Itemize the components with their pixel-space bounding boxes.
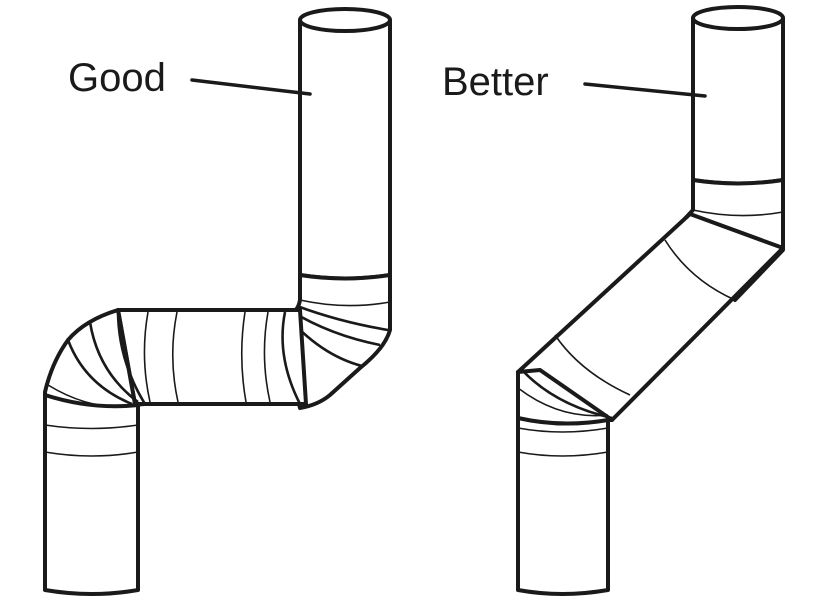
good-horizontal-seam-3 (240, 311, 247, 403)
good-upper-pipe-opening (298, 7, 392, 33)
good-upper-pipe (298, 18, 392, 281)
good-lower-elbow-seam-2 (88, 321, 139, 404)
better-leader-line (583, 82, 707, 98)
better-diagonal-seam-1 (664, 239, 736, 301)
good-lower-elbow-seam-1 (116, 309, 147, 405)
good-horizontal-seam-5 (281, 311, 302, 405)
better-lower-pipe (516, 416, 610, 596)
better-upper-elbow-seam-1 (692, 209, 784, 217)
good-horizontal-seam-2 (171, 311, 179, 403)
better-upper-pipe-opening (691, 5, 785, 31)
good-lower-pipe (43, 393, 140, 596)
good-upper-elbow-seam-2 (296, 304, 389, 332)
good-lower-pipe-seam-2 (44, 451, 139, 457)
good-lower-elbow-seam-3 (66, 339, 133, 406)
better-lower-elbow-seam-2 (517, 387, 609, 417)
better-label: Better (442, 60, 549, 104)
good-leader-line (190, 78, 312, 96)
good-lower-pipe-seam-1 (44, 424, 139, 430)
better-duct-assembly (516, 5, 785, 596)
good-duct-assembly (43, 7, 392, 596)
good-horizontal-seam-4 (263, 311, 271, 403)
better-lower-pipe-seam-1 (517, 427, 609, 433)
better-upper-pipe (691, 16, 785, 186)
better-diagonal-seam-2 (554, 334, 631, 396)
better-lower-pipe-seam-2 (517, 451, 609, 457)
good-label: Good (68, 56, 166, 100)
good-upper-elbow-seam-1 (299, 299, 391, 307)
good-horizontal-seam-1 (143, 311, 151, 403)
